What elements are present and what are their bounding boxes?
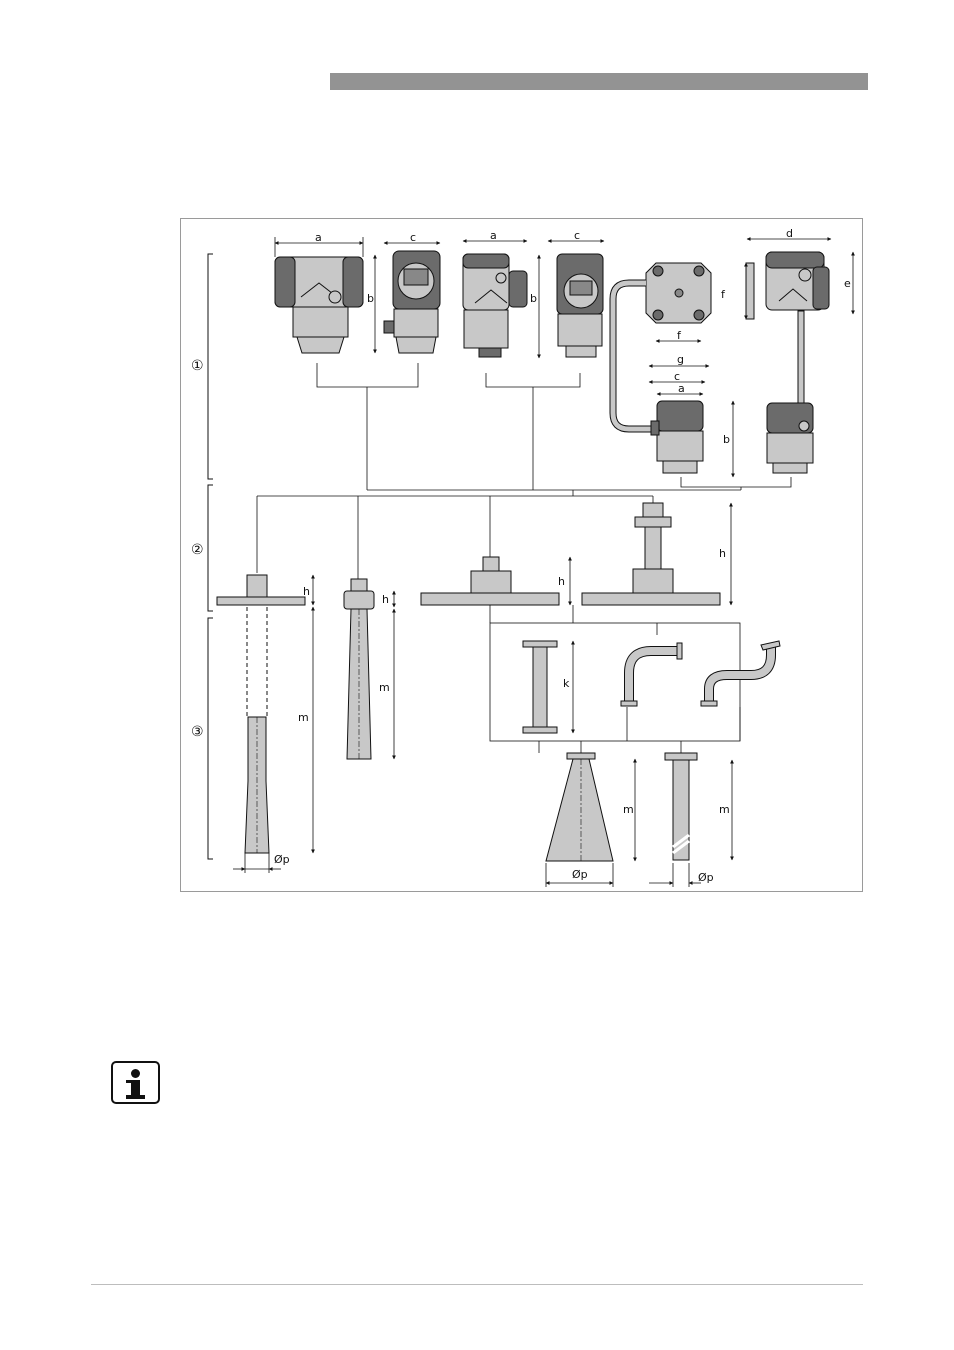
dim-label-c2: c	[574, 229, 580, 242]
antenna-rod	[347, 609, 371, 759]
info-icon	[111, 1061, 160, 1104]
footer-rule	[91, 1284, 863, 1285]
thread-connection	[344, 579, 374, 609]
section-label-1: ①	[191, 358, 204, 374]
housing-2-front	[463, 254, 527, 357]
dim-label-e: e	[844, 277, 851, 290]
dim-label-m1: m	[298, 711, 309, 724]
dim-label-h4: h	[719, 547, 726, 560]
dim-label-g: g	[677, 353, 684, 366]
header-bar	[330, 73, 868, 90]
straight-extension	[523, 641, 557, 733]
dim-label-m3: m	[623, 803, 634, 816]
dimensions-drawing: ① ② ③	[181, 219, 864, 893]
housing-2-side	[557, 254, 603, 357]
bent-extension-s	[701, 641, 780, 706]
remote-housing-top	[646, 263, 711, 323]
dim-label-h2: h	[382, 593, 389, 606]
dim-label-p3: Øp	[698, 871, 714, 884]
dim-label-p1: Øp	[274, 853, 290, 866]
dim-label-a1: a	[315, 231, 322, 244]
remote-housing-bottom-1	[651, 401, 703, 473]
housing-1-front	[275, 257, 363, 353]
remote-cable-2	[798, 311, 804, 403]
dim-label-b1: b	[367, 292, 374, 305]
dim-label-f2: f	[677, 329, 682, 342]
flange-connection-1	[217, 575, 305, 605]
flange-connection-2	[421, 557, 559, 605]
dim-label-f1: f	[721, 288, 726, 301]
bent-extension-90	[621, 643, 682, 706]
remote-housing-wall	[746, 252, 829, 319]
dim-label-m4: m	[719, 803, 730, 816]
dim-label-b3: b	[723, 433, 730, 446]
section-label-2: ②	[191, 542, 204, 558]
housing-1-side	[384, 251, 440, 353]
section-label-3: ③	[191, 724, 204, 740]
remote-housing-bottom-2	[767, 403, 813, 473]
connector-lines	[257, 363, 791, 579]
dim-label-c1: c	[410, 231, 416, 244]
antenna-horn	[546, 753, 613, 861]
dim-label-p2: Øp	[572, 868, 588, 881]
dim-label-b2: b	[530, 292, 537, 305]
dim-label-d: d	[786, 227, 793, 240]
dimensions-figure: ① ② ③	[180, 218, 863, 892]
section-brackets	[208, 254, 213, 859]
antenna-waveguide	[665, 753, 697, 860]
antenna-drop	[245, 607, 269, 853]
dim-label-h1: h	[303, 585, 310, 598]
flange-connection-3	[582, 503, 720, 605]
dim-label-h3: h	[558, 575, 565, 588]
dim-label-a3: a	[678, 382, 685, 395]
dim-label-k: k	[563, 677, 570, 690]
dim-label-m2: m	[379, 681, 390, 694]
dim-label-a2: a	[490, 229, 497, 242]
